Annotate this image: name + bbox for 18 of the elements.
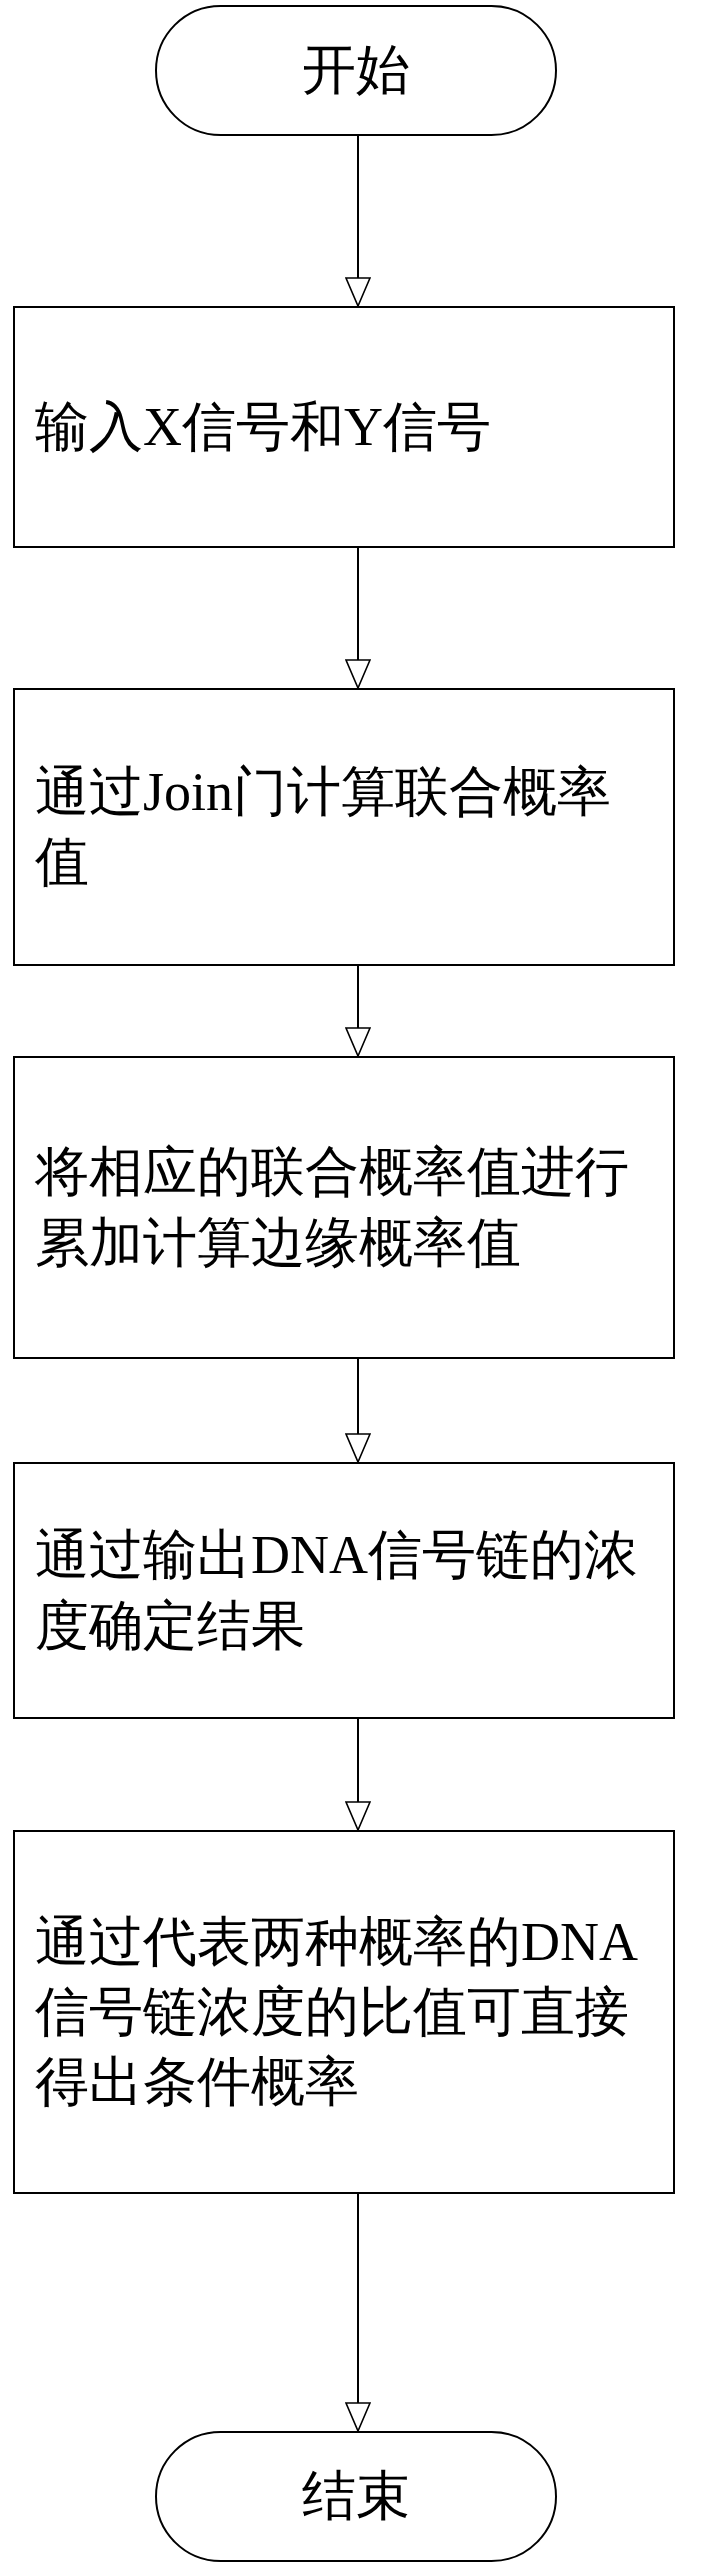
node-text: 开始 xyxy=(302,39,410,103)
node-text: 输入X信号和Y信号 xyxy=(35,395,491,459)
process-box xyxy=(13,688,675,966)
arrow xyxy=(345,547,371,689)
arrow xyxy=(345,2193,371,2432)
node-text: 通过代表两种概率的DNA信号链浓度的比值可直接得出条件概率 xyxy=(35,1910,639,2115)
node-text: 将相应的联合概率值进行累加计算边缘概率值 xyxy=(35,1141,630,1275)
arrow xyxy=(345,965,371,1057)
arrow xyxy=(345,1718,371,1831)
node-text: 通过Join门计算联合概率值 xyxy=(35,760,613,894)
process-box xyxy=(13,1830,675,2194)
arrow xyxy=(345,135,371,307)
process-box xyxy=(13,306,675,548)
node-text: 通过输出DNA信号链的浓度确定结果 xyxy=(35,1524,639,1658)
process-box xyxy=(13,1462,675,1719)
arrow xyxy=(345,1358,371,1463)
process-box xyxy=(13,1056,675,1359)
node-text: 结束 xyxy=(302,2465,410,2529)
